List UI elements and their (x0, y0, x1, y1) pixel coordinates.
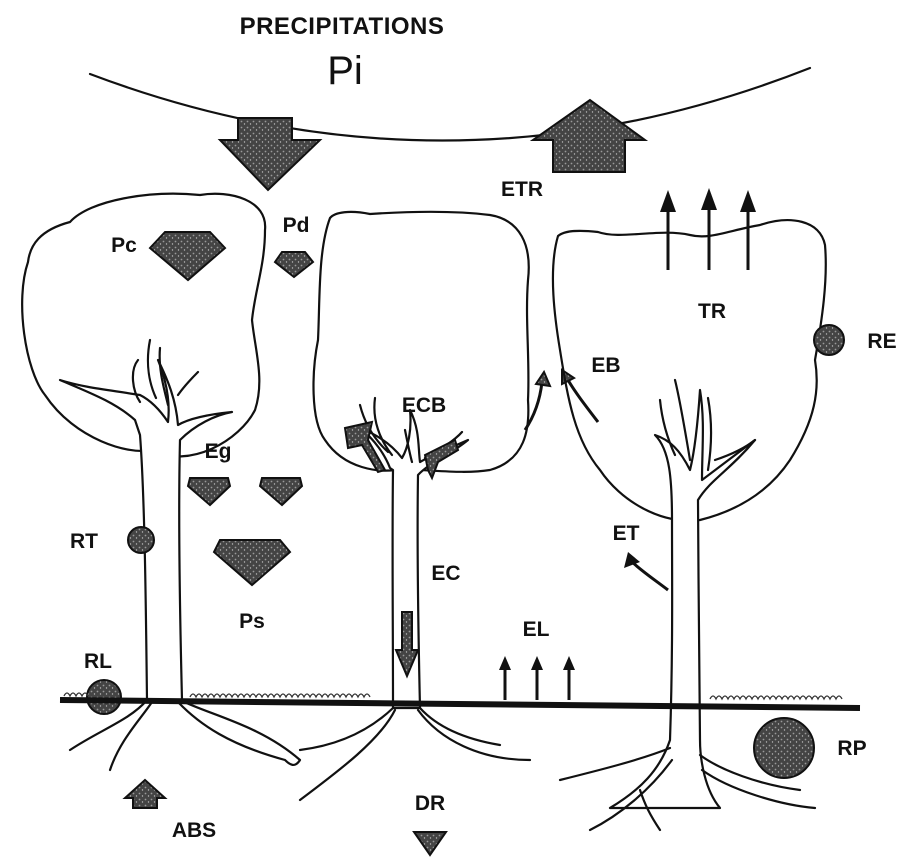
etr-arrow (533, 100, 645, 172)
rl-label: RL (84, 650, 112, 673)
ground-line (60, 700, 860, 708)
abs-label: ABS (172, 819, 216, 842)
abs-arrow (125, 780, 165, 808)
re-marker (814, 325, 844, 355)
rp-label: RP (837, 737, 866, 760)
ps-label: Ps (239, 610, 265, 633)
pd-arrow (275, 252, 313, 277)
diagram-title: PRECIPITATIONS (240, 13, 445, 40)
pc-arrow (150, 232, 225, 280)
el-arrow-3-head (563, 656, 575, 670)
ec-label: EC (431, 562, 460, 585)
pd-label: Pd (283, 214, 310, 237)
ps-arrow (214, 540, 290, 585)
tr-arrow-2-head (701, 188, 717, 210)
rl-marker (87, 680, 121, 714)
middle-tree-roots (300, 708, 530, 800)
el-arrow-1-head (499, 656, 511, 670)
rp-marker (754, 718, 814, 778)
pc-label: Pc (111, 234, 137, 257)
precipitation-symbol: Pi (327, 49, 363, 93)
el-label: EL (523, 618, 550, 641)
et-label: ET (613, 522, 640, 545)
rt-marker (128, 527, 154, 553)
etr-label: ETR (501, 178, 543, 201)
re-label: RE (867, 330, 896, 353)
precipitation-arrow (220, 118, 320, 190)
tr-label: TR (698, 300, 726, 323)
eb-arrow-left-head (536, 372, 550, 386)
eb-label: EB (591, 354, 620, 377)
eg-arrow-left (188, 478, 230, 505)
eg-arrow-right (260, 478, 302, 505)
et-arrow (630, 560, 668, 590)
tr-arrow-1-head (660, 190, 676, 212)
eg-label: Eg (205, 440, 232, 463)
el-arrow-2-head (531, 656, 543, 670)
rt-label: RT (70, 530, 98, 553)
dr-arrow (414, 832, 446, 855)
dr-label: DR (415, 792, 445, 815)
ecb-label: ECB (402, 394, 446, 417)
sky-arc (90, 68, 810, 141)
tr-arrow-3-head (740, 190, 756, 212)
